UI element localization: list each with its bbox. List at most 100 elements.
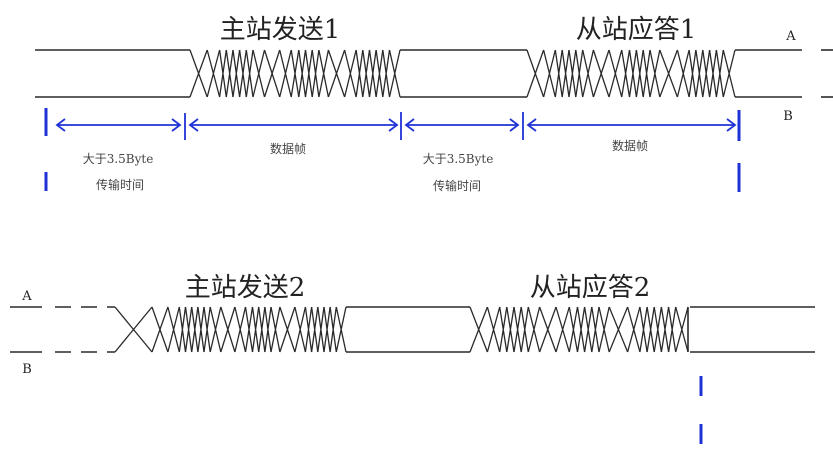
idle-gap-1-label-line1: 大于3.5Byte: [83, 152, 154, 166]
waveform-bit-transition: [206, 49, 221, 98]
waveform-bit-transition: [238, 49, 247, 98]
data-frame-2-label: 数据帧: [612, 138, 648, 153]
waveform-bit-transition: [311, 49, 320, 98]
line-a-label: A: [785, 29, 796, 44]
waveform-bit-transition: [225, 49, 234, 98]
waveform-bit-transition: [209, 306, 222, 353]
waveform-bit-transition: [203, 306, 211, 353]
waveform-bit-transition: [294, 306, 307, 353]
line-a-label: A: [21, 289, 32, 304]
waveform-bit-transition: [568, 49, 577, 98]
arrow-head-left: [188, 118, 199, 132]
waveform-bit-transition: [542, 49, 556, 98]
waveform-bit-transition: [382, 49, 391, 98]
waveform-bit-transition: [304, 49, 313, 98]
data-frame-1-label: 数据帧: [270, 141, 306, 156]
waveform-bit-transition: [499, 306, 508, 353]
waveform-bit-transition: [538, 306, 557, 353]
waveform-bit-transition: [626, 306, 641, 353]
arrow-head-right: [509, 118, 520, 132]
idle-gap-2-label-line1: 大于3.5Byte: [423, 152, 494, 166]
waveform-bit-transition: [639, 306, 648, 353]
waveform-bit-transition: [635, 49, 644, 98]
waveform-bit-transition: [561, 49, 570, 98]
bus-transition: [114, 306, 153, 353]
waveform-bit-transition: [355, 49, 364, 98]
waveform-bit-transition: [264, 306, 272, 353]
arrow-head-left: [404, 118, 415, 132]
idle-gap-2-label-line2: 传输时间: [433, 178, 481, 193]
waveform-bit-transition: [178, 306, 187, 353]
waveform-bit-transition: [335, 306, 347, 353]
waveform-bit-transition: [642, 49, 651, 98]
master-send-1-waveform: [189, 49, 401, 98]
waveform-bit-transition: [252, 49, 266, 98]
waveform-bit-transition: [189, 49, 208, 98]
waveform-bit-transition: [323, 306, 331, 353]
waveform-bit-transition: [151, 306, 169, 353]
waveform-bit-transition: [722, 49, 736, 98]
slave-reply-1-waveform: [526, 49, 736, 98]
idle-gap-2-arrow: [404, 118, 520, 132]
master-send-2-title: 主站发送2: [185, 273, 306, 303]
waveform-bit-transition: [582, 49, 595, 98]
waveform-bit-transition: [715, 49, 724, 98]
waveform-bit-transition: [688, 49, 697, 98]
master-send-2-waveform: [151, 306, 347, 353]
waveform-bit-transition: [659, 49, 679, 98]
waveform-bit-transition: [667, 306, 677, 353]
data-frame-1-arrow: [188, 118, 399, 132]
waveform-bit-transition: [583, 306, 593, 353]
slave-reply-1-title: 从站应答1: [576, 15, 697, 45]
waveform-bit-transition: [506, 306, 515, 353]
waveform-bit-transition: [469, 306, 489, 353]
waveform-bit-transition: [486, 306, 501, 353]
waveform-bit-transition: [327, 49, 346, 98]
line-b-label: B: [22, 362, 32, 377]
waveform-bit-transition: [576, 306, 586, 353]
waveform-bit-transition: [702, 49, 711, 98]
arrow-head-right: [171, 118, 182, 132]
waveform-bit-transition: [649, 49, 661, 98]
waveform-bit-transition: [304, 306, 313, 353]
idle-gap-1-arrow: [55, 118, 182, 132]
waveform-bit-transition: [343, 49, 357, 98]
timing-markers: [44, 108, 741, 192]
waveform-bit-transition: [258, 306, 266, 353]
waveform-bit-transition: [362, 49, 371, 98]
bottom-timing: 主站发送2 从站应答2 A B: [10, 273, 815, 444]
waveform-bit-transition: [218, 49, 227, 98]
waveform-bit-transition: [598, 306, 610, 353]
waveform-bit-transition: [660, 306, 670, 353]
waveform-bit-transition: [513, 306, 522, 353]
waveform-bit-transition: [232, 49, 241, 98]
data-frame-2-arrow: [526, 118, 737, 132]
arrow-head-left: [55, 118, 66, 132]
waveform-bit-transition: [279, 49, 292, 98]
waveform-bit-transition: [527, 306, 541, 353]
idle-gap-1-label-line2: 传输时间: [96, 177, 144, 192]
waveform-bit-transition: [220, 306, 236, 353]
waveform-bit-transition: [653, 306, 663, 353]
line-b-label: B: [783, 109, 793, 124]
top-timing: 主站发送1 从站应答1 A B: [35, 15, 833, 193]
waveform-bit-transition: [245, 49, 254, 98]
waveform-bit-transition: [675, 306, 689, 353]
waveform-bit-transition: [621, 49, 631, 98]
waveform-bit-transition: [526, 49, 545, 98]
waveform-bit-transition: [646, 306, 655, 353]
waveform-bit-transition: [270, 306, 281, 353]
waveform-bit-transition: [244, 306, 254, 353]
waveform-bit-transition: [695, 49, 704, 98]
waveform-bit-transition: [310, 306, 319, 353]
waveform-bit-transition: [167, 306, 180, 353]
waveform-bit-transition: [520, 306, 529, 353]
waveform-bit-transition: [592, 49, 610, 98]
master-send-1-title: 主站发送1: [220, 15, 341, 45]
waveform-bit-transition: [575, 49, 584, 98]
waveform-bit-transition: [568, 306, 579, 353]
waveform-bit-transition: [329, 306, 337, 353]
waveform-bit-transition: [591, 306, 600, 353]
waveform-bit-transition: [375, 49, 384, 98]
